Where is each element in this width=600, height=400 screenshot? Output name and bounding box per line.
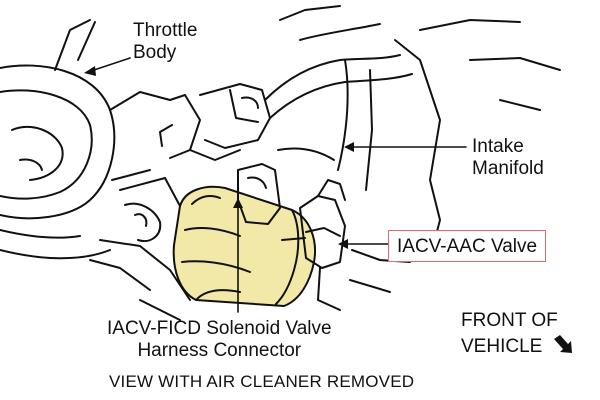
hoses-drawing — [264, 5, 561, 191]
intake-manifold-label-line2: Manifold — [472, 158, 544, 179]
iacv-ficd-solenoid-label: IACV-FICD Solenoid Valve Harness Connect… — [107, 318, 332, 362]
front-of-vehicle-word: VEHICLE — [461, 336, 543, 357]
iacv-aac-valve-label: IACV-AAC Valve — [388, 230, 547, 262]
iacv-ficd-label-line1: IACV-FICD Solenoid Valve — [107, 318, 332, 339]
throttle-body-label: Throttle Body — [133, 20, 197, 64]
front-of-vehicle-line1: FRONT OF — [461, 310, 558, 331]
throttle-body-label-line1: Throttle — [133, 20, 198, 41]
bracket-drawing — [159, 83, 271, 161]
iacv-aac-arrowhead — [338, 239, 348, 249]
intake-manifold-label-line1: Intake — [472, 136, 524, 157]
throttle-body-drawing — [0, 19, 171, 260]
iacv-ficd-solenoid-drawing — [172, 185, 316, 307]
iacv-ficd-arrowhead — [233, 198, 243, 208]
arrow-down-right-icon — [553, 335, 572, 353]
throttle-body-arrowhead — [84, 66, 96, 76]
view-caption: VIEW WITH AIR CLEANER REMOVED — [109, 372, 415, 391]
leader-arrowheads — [84, 66, 354, 249]
throttle-body-label-line2: Body — [133, 42, 177, 63]
intake-manifold-label: Intake Manifold — [472, 136, 544, 180]
front-of-vehicle-line2: VEHICLE — [461, 332, 574, 358]
iacv-ficd-label-line2: Harness Connector — [137, 340, 302, 361]
front-of-vehicle-label: FRONT OF VEHICLE — [461, 310, 574, 358]
intake-manifold-arrowhead — [344, 142, 354, 152]
